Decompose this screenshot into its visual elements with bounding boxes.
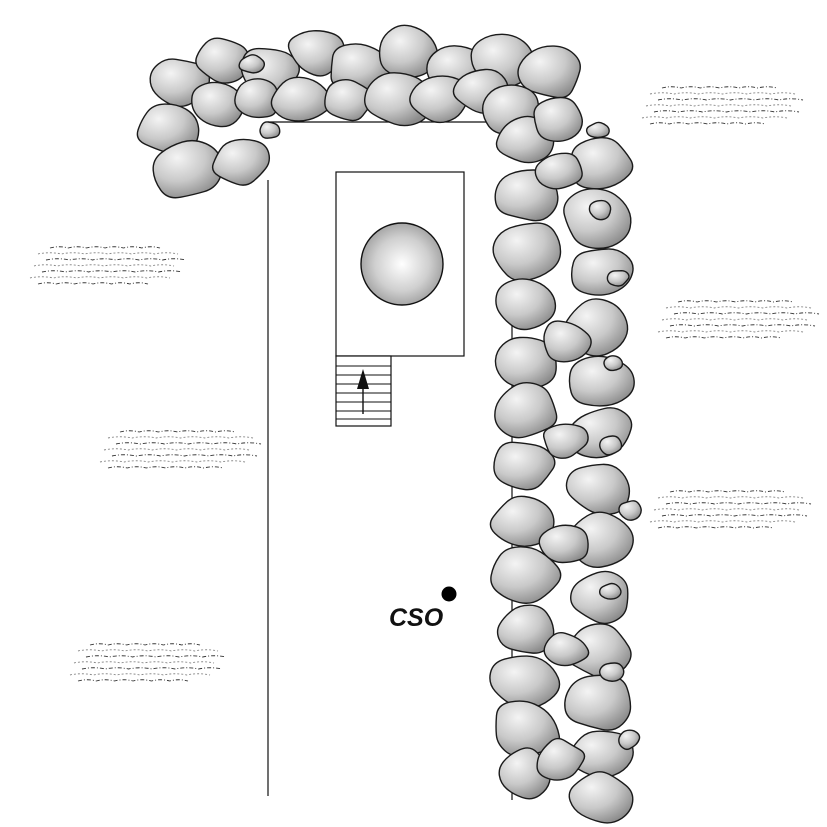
rock-icon — [259, 121, 281, 139]
rock-icon — [238, 54, 266, 74]
rock-icon — [618, 729, 641, 751]
rock-icon — [496, 604, 555, 654]
rock-icon — [191, 81, 245, 128]
rock-icon — [542, 423, 589, 459]
rock-icon — [568, 355, 635, 407]
rock-icon — [570, 136, 634, 190]
water-ripple-icon — [641, 86, 804, 125]
water-ripple-icon — [69, 643, 227, 682]
rock-icon — [211, 138, 271, 186]
rock-icon — [568, 771, 634, 824]
water-ripple-icon — [29, 246, 187, 285]
rock-icon — [493, 441, 556, 491]
water-ripple-icon — [657, 300, 820, 339]
water-area — [29, 86, 820, 682]
rock-icon — [324, 78, 376, 122]
rock-icon — [598, 662, 625, 682]
rock-icon — [543, 320, 592, 363]
rock-icon — [599, 435, 623, 456]
stairs-icon — [335, 355, 392, 427]
water-ripple-icon — [99, 430, 262, 469]
rock-revetment — [136, 24, 642, 824]
tank-structure — [335, 171, 465, 357]
rock-icon — [538, 524, 589, 564]
rock-icon — [495, 278, 557, 331]
cso-label: CSO — [389, 604, 444, 632]
tank-icon — [360, 222, 444, 306]
rock-icon — [494, 382, 558, 439]
rock-icon — [570, 570, 629, 625]
rock-icon — [588, 199, 612, 221]
rock-icon — [618, 500, 642, 521]
rock-icon — [585, 121, 610, 139]
rock-icon — [492, 222, 562, 282]
rock-icon — [606, 269, 630, 287]
rock-icon — [603, 355, 624, 372]
rock-icon — [598, 582, 622, 600]
rock-icon — [564, 674, 632, 731]
arrow-up-icon — [357, 369, 369, 414]
rock-icon — [543, 632, 590, 667]
rock-icon — [378, 24, 439, 79]
water-ripple-icon — [649, 490, 812, 529]
rock-icon — [534, 152, 583, 190]
outfall-marker-icon — [441, 586, 457, 602]
rock-icon — [234, 78, 278, 119]
rock-icon — [536, 737, 586, 781]
rock-icon — [533, 96, 583, 142]
